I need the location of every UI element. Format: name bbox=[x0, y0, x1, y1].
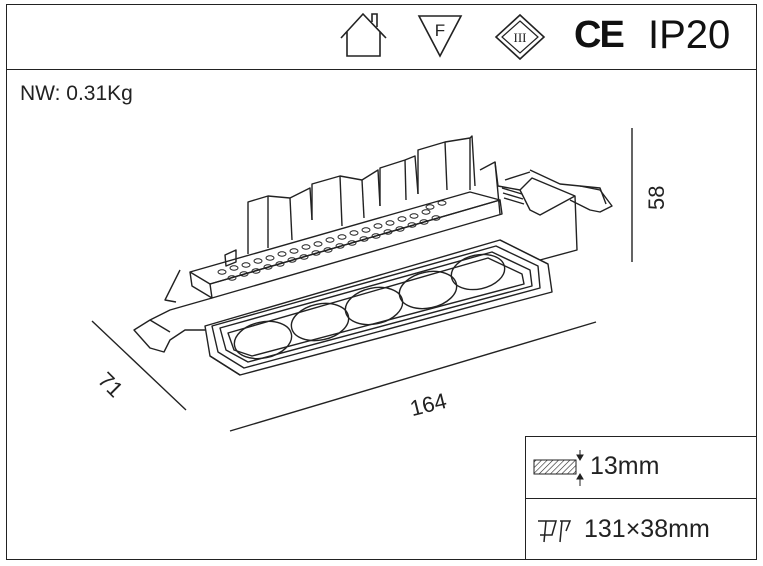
ceiling-thickness-value: 13mm bbox=[590, 452, 660, 480]
net-weight-label: NW: 0.31Kg bbox=[20, 82, 133, 105]
height-dimension: 58 bbox=[644, 185, 669, 210]
installation-spec-box bbox=[525, 436, 757, 560]
ip-rating: IP20 bbox=[648, 13, 731, 57]
spec-sheet-frame bbox=[6, 4, 757, 560]
certification-header bbox=[6, 4, 757, 70]
cutout-value: 131×38mm bbox=[584, 515, 710, 543]
ce-mark: CE bbox=[574, 14, 625, 56]
spec-divider bbox=[526, 498, 757, 499]
